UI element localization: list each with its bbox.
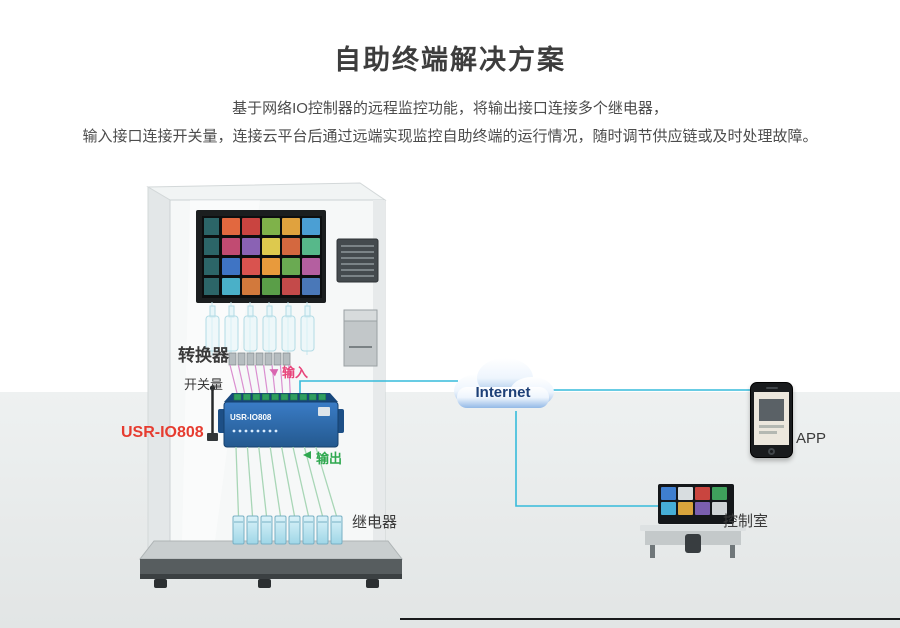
monitor-grid bbox=[661, 487, 731, 515]
card-reader bbox=[343, 309, 378, 367]
antenna bbox=[207, 385, 218, 441]
converter-label: 转换器 bbox=[178, 346, 229, 365]
phone-speaker bbox=[765, 387, 778, 389]
base-lip bbox=[140, 574, 402, 579]
control-room-label: 控制室 bbox=[723, 513, 769, 530]
base-front bbox=[140, 559, 402, 576]
description-line-1: 基于网络IO控制器的远程监控功能，将输出接口连接多个继电器， bbox=[232, 100, 668, 117]
base-foot bbox=[258, 579, 271, 588]
desk-leg bbox=[730, 545, 735, 558]
terminal-blocks bbox=[233, 393, 326, 401]
device-model-label: USR-IO808 bbox=[121, 424, 204, 441]
chair bbox=[685, 534, 701, 553]
input-label: 输入 bbox=[282, 365, 309, 380]
base-foot bbox=[366, 579, 379, 588]
converter-bank bbox=[228, 352, 291, 366]
switch-signal-label: 开关量 bbox=[184, 377, 224, 392]
cabinet-top-face bbox=[146, 182, 387, 201]
device-face-label: USR-IO808 bbox=[230, 413, 272, 422]
phone-text-line bbox=[759, 425, 784, 428]
app-label: APP bbox=[796, 430, 827, 447]
desk-top bbox=[640, 525, 746, 531]
control-room bbox=[636, 484, 751, 562]
table-edge-line bbox=[400, 618, 900, 620]
machine-base bbox=[138, 540, 404, 588]
mini-monitor bbox=[678, 502, 693, 515]
vent-grille bbox=[336, 238, 379, 283]
output-arrow-icon bbox=[303, 451, 311, 459]
led-indicators bbox=[232, 429, 278, 433]
device-front-face bbox=[223, 401, 339, 448]
mini-monitor bbox=[695, 487, 710, 500]
description-line-2: 输入接口连接开关量，连接云平台后通过远端实现监控自助终端的运行情况，随时调节供应… bbox=[82, 128, 818, 145]
page-title: 自助终端解决方案 bbox=[334, 45, 566, 75]
phone-home-button bbox=[768, 448, 775, 455]
cloud-shape bbox=[454, 358, 554, 408]
vending-machine: USR-IO808 bbox=[138, 182, 404, 588]
relay-label: 继电器 bbox=[352, 514, 398, 531]
mini-monitor bbox=[661, 502, 676, 515]
mini-monitor bbox=[695, 502, 710, 515]
smartphone bbox=[750, 382, 793, 458]
bottle-rack bbox=[205, 305, 315, 352]
product-grid bbox=[204, 218, 320, 295]
phone-app-image bbox=[759, 399, 784, 421]
io-controller-device: USR-IO808 bbox=[218, 393, 344, 448]
mini-monitor bbox=[712, 502, 727, 515]
output-label: 输出 bbox=[316, 451, 343, 466]
phone-screen bbox=[754, 392, 789, 445]
base-foot bbox=[154, 579, 167, 588]
monitor-wall bbox=[658, 484, 734, 524]
cabinet-right-column bbox=[373, 200, 385, 541]
vent-slats bbox=[341, 245, 374, 277]
output-wires bbox=[235, 446, 338, 517]
input-wires bbox=[229, 364, 291, 394]
phone-text-line bbox=[759, 431, 777, 434]
desk-leg bbox=[650, 545, 655, 558]
device-port bbox=[318, 407, 330, 416]
internet-cloud: Internet bbox=[454, 358, 554, 408]
mini-monitor bbox=[661, 487, 676, 500]
vending-screen bbox=[196, 210, 326, 303]
relay-bank bbox=[232, 515, 343, 545]
mini-monitor bbox=[712, 487, 727, 500]
cabinet-left-face bbox=[147, 186, 171, 563]
mini-monitor bbox=[678, 487, 693, 500]
internet-label: Internet bbox=[475, 384, 530, 401]
